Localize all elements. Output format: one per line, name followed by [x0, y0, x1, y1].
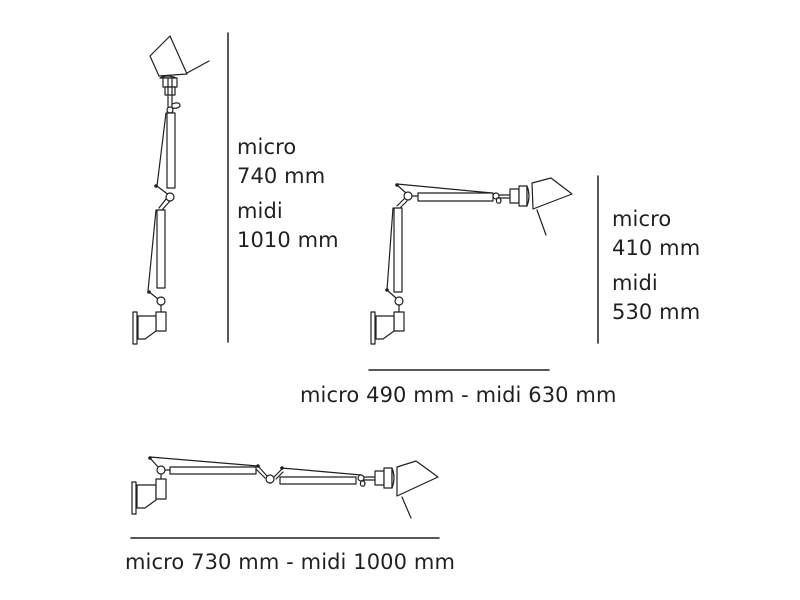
horizontal-width-label: micro 730 mm - midi 1000 mm	[125, 550, 455, 574]
lamp-horizontal-drawing	[131, 456, 439, 519]
vertical-micro-value: 740 mm	[237, 164, 326, 188]
l-shape-width-label: micro 490 mm - midi 630 mm	[300, 383, 617, 407]
l-shape-micro-value: 410 mm	[612, 236, 701, 260]
l-shape-micro-title: micro	[612, 207, 672, 231]
vertical-height-labels: micro 740 mm midi 1010 mm	[237, 133, 339, 255]
vertical-midi-title: midi	[237, 199, 283, 223]
vertical-micro-title: micro	[237, 135, 297, 159]
l-shape-height-labels: micro 410 mm midi 530 mm	[612, 205, 700, 327]
lamp-vertical-drawing	[132, 35, 210, 345]
l-shape-midi-title: midi	[612, 271, 658, 295]
l-shape-midi-value: 530 mm	[612, 300, 701, 324]
lamp-l-shape-drawing	[370, 177, 573, 345]
vertical-midi-value: 1010 mm	[237, 228, 339, 252]
